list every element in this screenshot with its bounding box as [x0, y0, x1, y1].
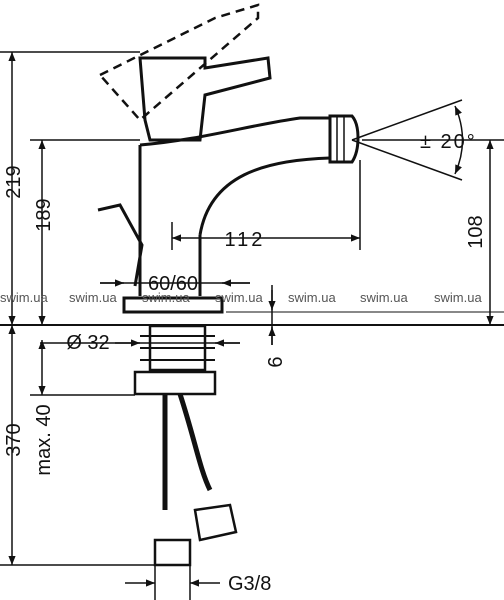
shank-assembly [133, 324, 238, 567]
label-aerator-height: 108 [465, 215, 487, 248]
hose-nut-left [153, 538, 192, 567]
watermark: swim.ua [142, 290, 190, 305]
watermark: swim.ua [360, 290, 408, 305]
watermark: swim.ua [0, 290, 48, 305]
hose-right [177, 393, 213, 492]
dim-angle-upper [351, 99, 463, 141]
label-total-height: 219 [3, 165, 25, 198]
dimension-labels: 219 189 108 112 ± 20° 60/60 Ø 32 6 max. … [3, 131, 487, 595]
dim-angle-lower [351, 139, 463, 181]
hose-nut-right [193, 503, 238, 542]
spout-bottom [198, 156, 331, 236]
label-swivel-angle: ± 20° [420, 131, 477, 153]
watermark: swim.ua [434, 290, 482, 305]
pop-up-lever [97, 203, 144, 287]
watermark: swim.ua [69, 290, 117, 305]
handle-alt-position [97, 3, 260, 122]
label-hose-length: 370 [3, 423, 25, 456]
dim-angle-arc [454, 105, 464, 175]
watermark: swim.ua [215, 290, 263, 305]
aerator [328, 114, 360, 164]
base-plate [122, 296, 224, 314]
watermark-row: swim.ua swim.ua swim.ua swim.ua swim.ua … [0, 290, 482, 305]
aerator-rings [336, 116, 345, 162]
label-base-width: 60/60 [148, 273, 198, 295]
watermark: swim.ua [288, 290, 336, 305]
label-max-deck-thickness: max. 40 [33, 404, 55, 475]
dimension-lines [0, 51, 504, 600]
mixer-body [97, 3, 360, 314]
spout-top [139, 116, 330, 147]
lock-nut [133, 370, 217, 396]
label-spout-reach: 112 [225, 229, 266, 251]
label-spout-height: 189 [33, 198, 55, 231]
label-connection-thread: G3/8 [228, 573, 271, 595]
label-base-thickness: 6 [265, 356, 287, 367]
shank-threads [140, 335, 215, 361]
label-shank-diameter: Ø 32 [66, 332, 109, 354]
